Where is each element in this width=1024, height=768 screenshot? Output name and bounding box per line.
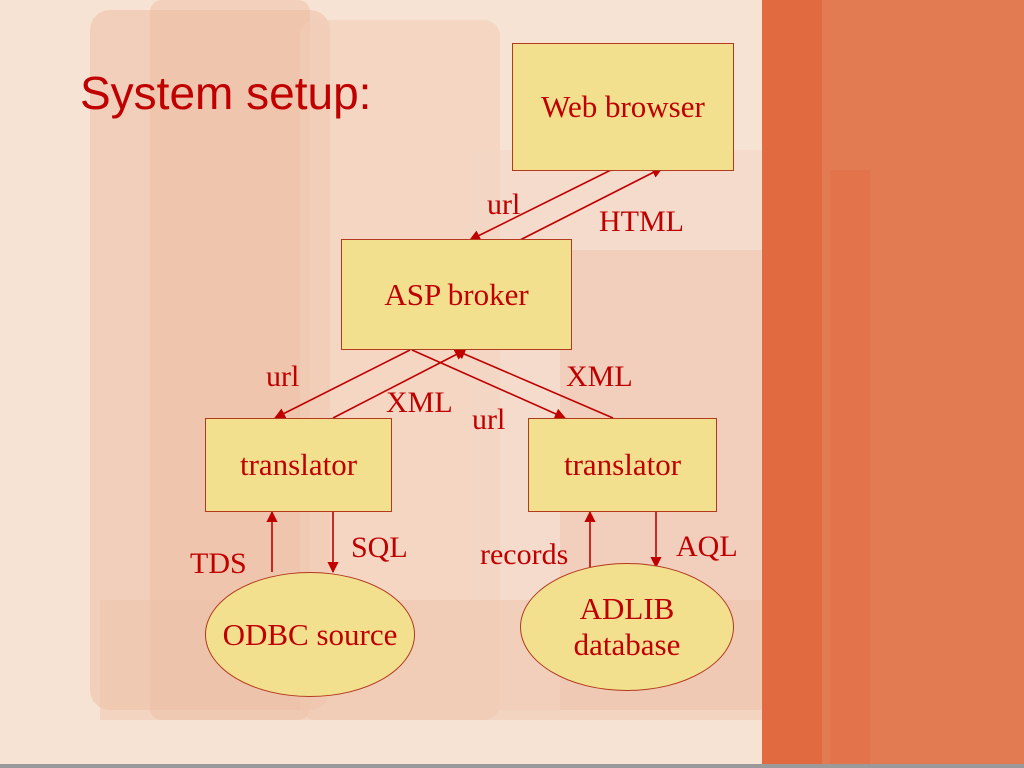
node-translator-right-label: translator <box>563 447 682 482</box>
node-adlib-database: ADLIB database <box>520 563 734 691</box>
node-translator-left: translator <box>205 418 392 512</box>
edge-label-broker-html: HTML <box>599 205 684 238</box>
arrow-broker-to-left <box>273 349 411 419</box>
node-web-browser-label: Web browser <box>541 89 705 124</box>
edge-label-left-url: url <box>266 360 300 393</box>
node-translator-left-label: translator <box>239 447 358 482</box>
edge-label-right-xml: XML <box>566 360 633 393</box>
node-asp-broker-label: ASP broker <box>384 276 529 312</box>
slide-title: System setup: <box>80 67 372 119</box>
node-web-browser: Web browser <box>512 43 734 171</box>
node-adlib-label-line1: ADLIB <box>579 591 675 627</box>
edge-label-right-url: url <box>472 403 506 436</box>
edge-label-tds: TDS <box>190 547 247 580</box>
arrow-right-to-broker <box>453 348 614 419</box>
node-odbc-source: ODBC source <box>205 572 415 697</box>
edge-label-aql: AQL <box>676 530 738 563</box>
arrow-left-to-broker <box>332 349 466 419</box>
node-asp-broker: ASP broker <box>341 239 572 350</box>
edge-label-records: records <box>480 538 569 571</box>
node-odbc-source-label: ODBC source <box>222 616 398 652</box>
edge-label-sql: SQL <box>351 531 408 564</box>
arrow-broker-to-right <box>411 349 567 420</box>
arrow-browser-to-broker <box>468 167 616 241</box>
edge-label-browser-url: url <box>487 188 521 221</box>
node-translator-right: translator <box>528 418 717 512</box>
arrow-broker-to-browser <box>519 167 663 241</box>
node-adlib-label-line2: database <box>573 627 681 662</box>
edge-label-left-xml: XML <box>386 386 453 419</box>
